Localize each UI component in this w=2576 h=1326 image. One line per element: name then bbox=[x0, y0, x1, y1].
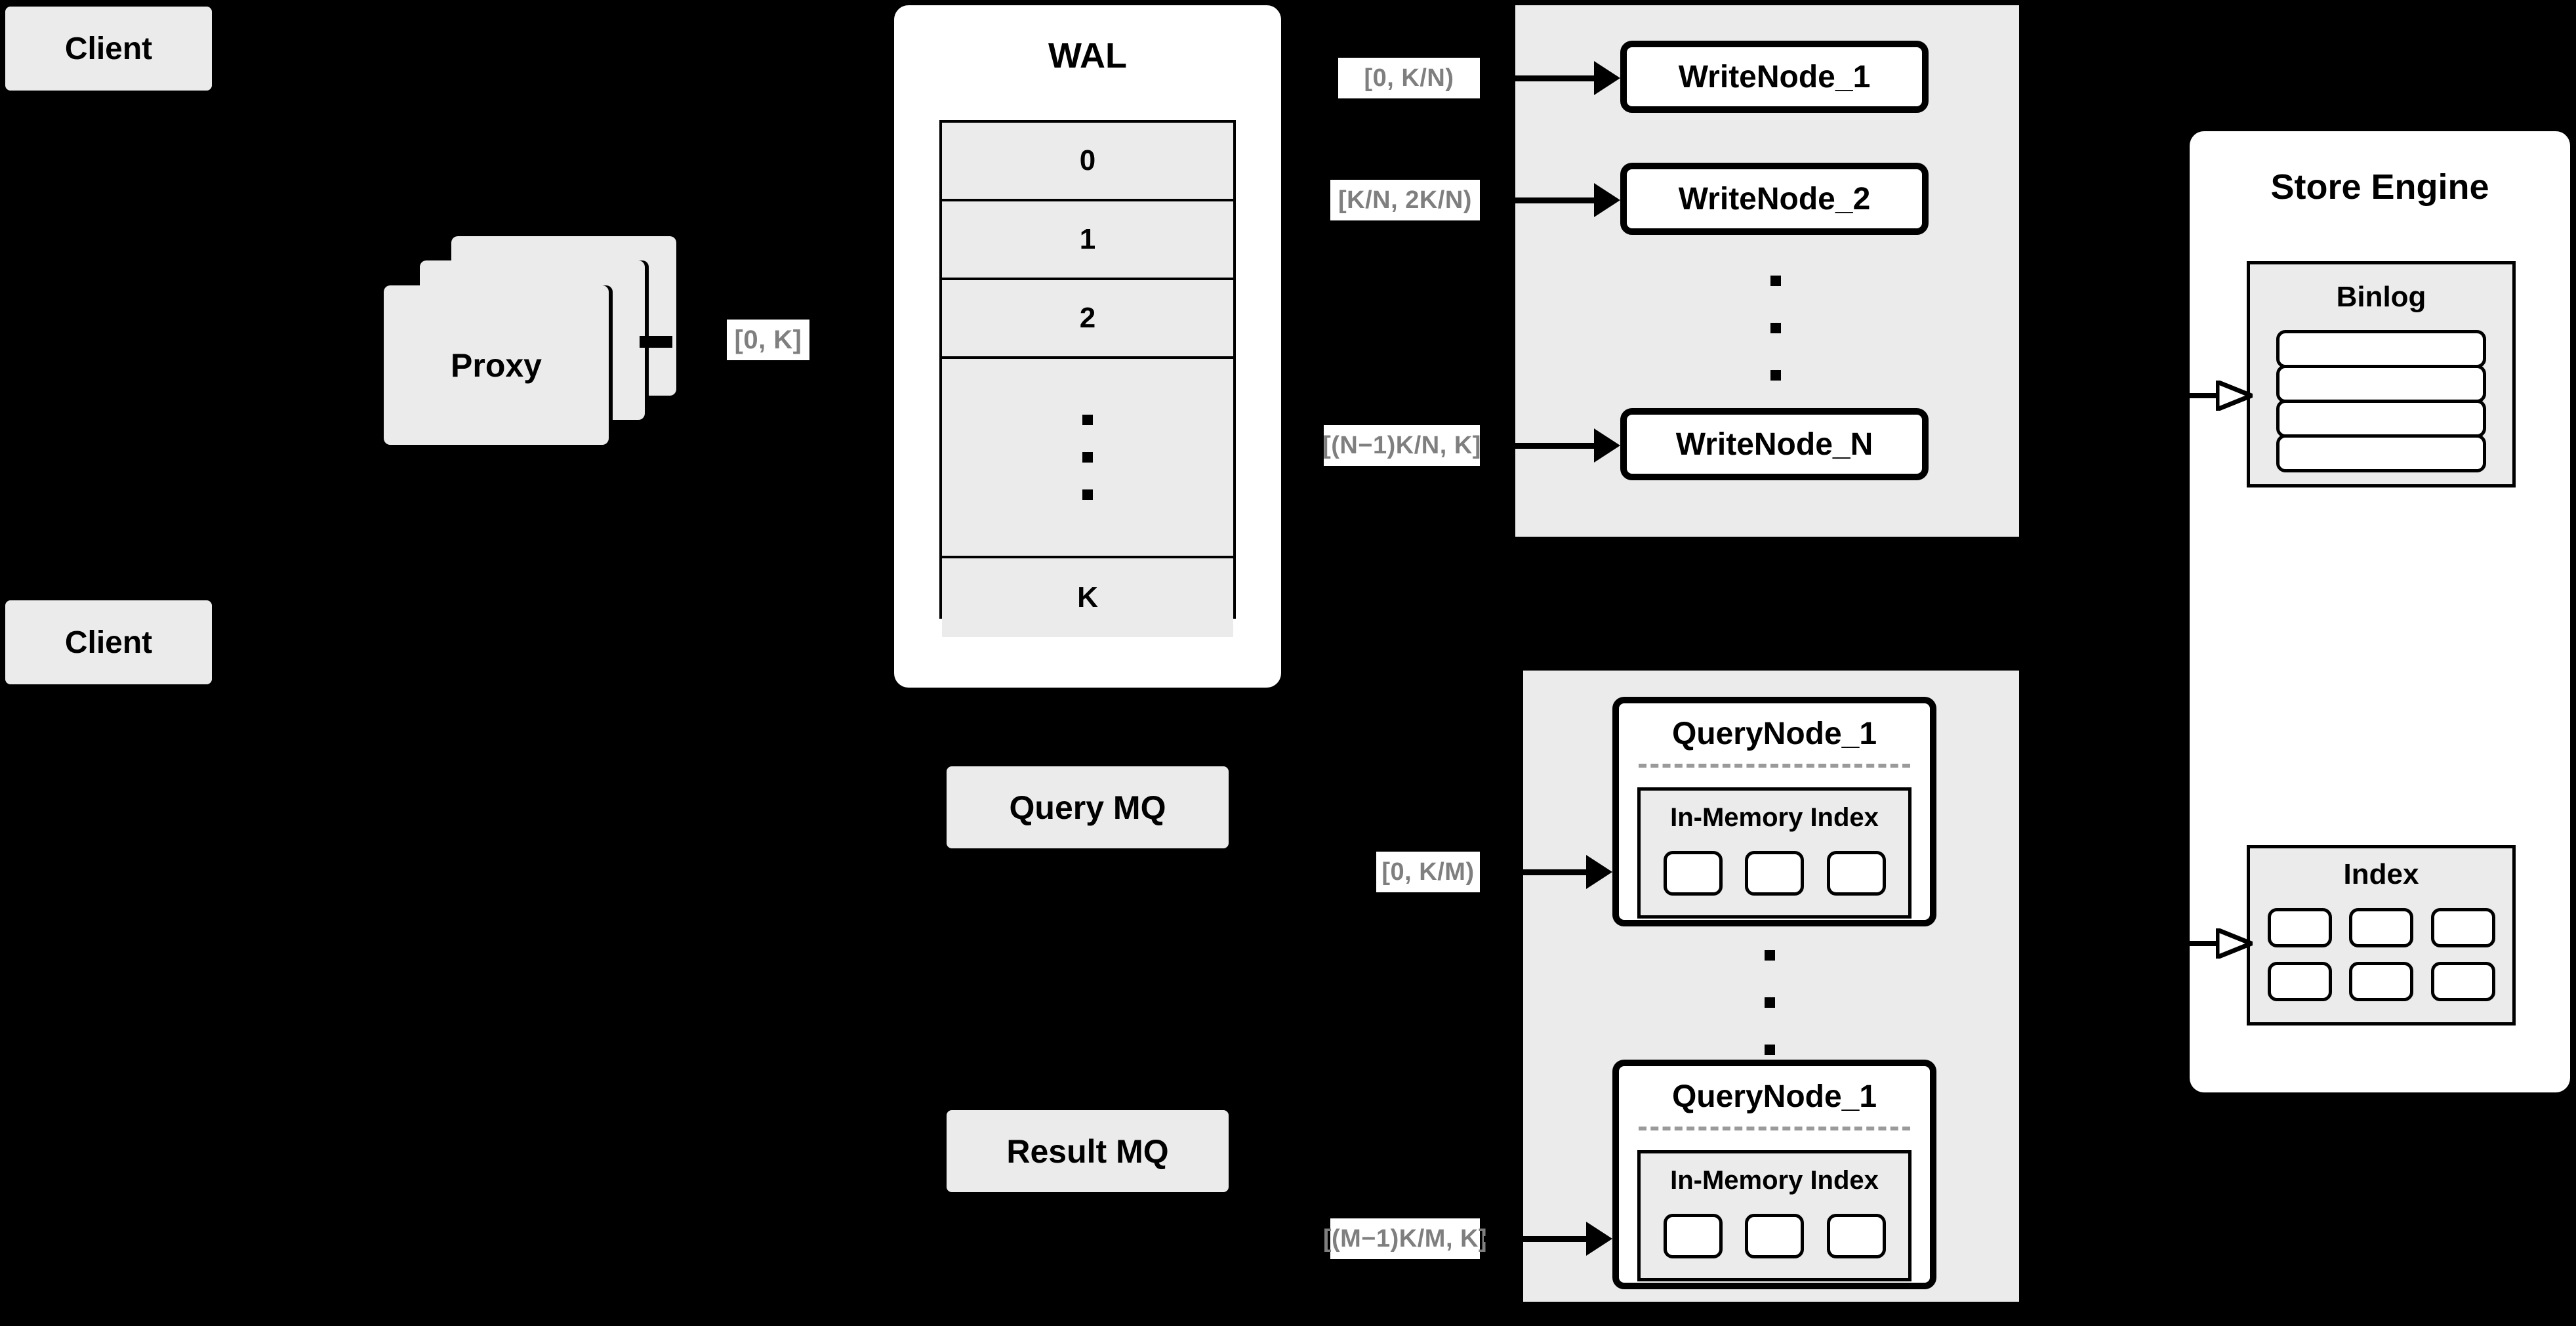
ellipsis-dot bbox=[1770, 276, 1781, 286]
client-label-2: Client bbox=[64, 625, 153, 660]
store-index-cell[interactable] bbox=[2430, 908, 2495, 947]
binlog-row[interactable] bbox=[2276, 400, 2486, 438]
binlog-row[interactable] bbox=[2276, 434, 2486, 472]
store-index-cell[interactable] bbox=[2349, 908, 2413, 947]
proxy-output-range-label: [0, K] bbox=[727, 320, 809, 360]
write-node-1-range-text: [0, K/N) bbox=[1364, 64, 1454, 92]
query-node-2-range-label: [(M−1)K/M, K] bbox=[1323, 1218, 1487, 1259]
proxy-connector-tail bbox=[640, 336, 672, 348]
index-segment[interactable] bbox=[1745, 851, 1804, 896]
write-node-n-range-label: [(N−1)K/N, K] bbox=[1322, 425, 1481, 466]
client-box-2[interactable]: Client bbox=[5, 600, 212, 684]
wal-title: WAL bbox=[894, 33, 1281, 79]
query-node-1-range-text: [0, K/M) bbox=[1381, 858, 1475, 886]
ellipsis-dot bbox=[1082, 489, 1093, 500]
ellipsis-dot bbox=[1770, 370, 1781, 381]
query-node-2-label: QueryNode_1 bbox=[1671, 1079, 1877, 1114]
proxy-label: Proxy bbox=[451, 346, 542, 384]
arrow-to-write-node-1 bbox=[1484, 60, 1620, 96]
write-node-1[interactable]: WriteNode_1 bbox=[1620, 41, 1929, 113]
proxy-output-range-text: [0, K] bbox=[734, 325, 802, 354]
ellipsis-dot bbox=[1082, 415, 1093, 425]
ellipsis-dot bbox=[1765, 1045, 1775, 1055]
write-cluster-ellipsis bbox=[1769, 276, 1782, 381]
arrow-to-store-index bbox=[2187, 928, 2253, 959]
wal-cell[interactable]: 1 bbox=[942, 201, 1233, 280]
query-cluster-ellipsis bbox=[1763, 950, 1776, 1055]
write-node-n-range-text: [(N−1)K/N, K] bbox=[1322, 431, 1481, 459]
arrow-to-write-node-n bbox=[1484, 428, 1620, 463]
query-node-1-divider bbox=[1639, 764, 1910, 768]
query-node-1-index-box: In-Memory Index bbox=[1637, 787, 1912, 919]
store-index-cell[interactable] bbox=[2349, 962, 2413, 1001]
store-index-cell[interactable] bbox=[2267, 962, 2332, 1001]
write-node-1-label: WriteNode_1 bbox=[1678, 59, 1871, 94]
result-mq-label: Result MQ bbox=[1006, 1132, 1169, 1170]
wal-cell[interactable]: 0 bbox=[942, 123, 1233, 201]
index-segment[interactable] bbox=[1663, 851, 1723, 896]
query-node-1-index-title: In-Memory Index bbox=[1670, 802, 1879, 832]
index-segment[interactable] bbox=[1826, 851, 1886, 896]
client-box-1[interactable]: Client bbox=[5, 7, 212, 91]
query-node-1[interactable]: QueryNode_1 In-Memory Index bbox=[1612, 697, 1936, 926]
ellipsis-dot bbox=[1770, 323, 1781, 333]
query-node-1-label: QueryNode_1 bbox=[1671, 716, 1877, 751]
query-node-1-range-label: [0, K/M) bbox=[1376, 852, 1480, 892]
write-node-2-range-label: [K/N, 2K/N) bbox=[1330, 180, 1480, 220]
result-mq-box[interactable]: Result MQ bbox=[947, 1110, 1229, 1192]
arrow-to-query-node-2 bbox=[1484, 1221, 1612, 1256]
store-index-box: Index bbox=[2247, 845, 2516, 1026]
query-node-2-index-title: In-Memory Index bbox=[1670, 1165, 1879, 1195]
wal-cell-ellipsis bbox=[942, 359, 1233, 558]
ellipsis-dot bbox=[1765, 950, 1775, 961]
write-node-n-label: WriteNode_N bbox=[1675, 426, 1873, 462]
binlog-row[interactable] bbox=[2276, 365, 2486, 403]
wal-cell[interactable]: K bbox=[942, 558, 1233, 637]
wal-cell-stack: 0 1 2 K bbox=[939, 120, 1236, 637]
index-segment[interactable] bbox=[1826, 1214, 1886, 1258]
binlog-row[interactable] bbox=[2276, 330, 2486, 368]
store-engine-title: Store Engine bbox=[2190, 164, 2570, 210]
ellipsis-dot bbox=[1765, 997, 1775, 1008]
arrow-to-write-node-2 bbox=[1484, 182, 1620, 218]
query-node-2-range-text: [(M−1)K/M, K] bbox=[1322, 1224, 1488, 1253]
client-label-1: Client bbox=[64, 31, 153, 66]
index-segment[interactable] bbox=[1745, 1214, 1804, 1258]
wal-title-text: WAL bbox=[1048, 36, 1127, 75]
arrow-to-query-node-1 bbox=[1484, 854, 1612, 890]
wal-cell-label: 1 bbox=[1079, 223, 1096, 255]
store-index-cell[interactable] bbox=[2430, 962, 2495, 1001]
query-node-2-index-box: In-Memory Index bbox=[1637, 1150, 1912, 1281]
write-node-2[interactable]: WriteNode_2 bbox=[1620, 163, 1929, 235]
write-node-2-label: WriteNode_2 bbox=[1678, 181, 1871, 217]
write-node-2-range-text: [K/N, 2K/N) bbox=[1338, 186, 1472, 214]
query-node-2[interactable]: QueryNode_1 In-Memory Index bbox=[1612, 1060, 1936, 1289]
wal-ellipsis-dots bbox=[1082, 415, 1093, 500]
write-node-1-range-label: [0, K/N) bbox=[1338, 58, 1480, 98]
wal-cell[interactable]: 2 bbox=[942, 280, 1233, 359]
wal-cell-label: 2 bbox=[1079, 302, 1096, 334]
wal-cell-label: K bbox=[1077, 581, 1098, 613]
binlog-title: Binlog bbox=[2336, 281, 2426, 313]
proxy-card-front[interactable]: Proxy bbox=[384, 285, 609, 445]
query-node-2-divider bbox=[1639, 1127, 1910, 1130]
arrow-to-binlog bbox=[2187, 381, 2253, 411]
store-index-title: Index bbox=[2343, 858, 2419, 890]
wal-cell-label: 0 bbox=[1079, 144, 1096, 176]
query-mq-label: Query MQ bbox=[1009, 789, 1166, 826]
store-engine-title-text: Store Engine bbox=[2270, 167, 2489, 207]
index-segment[interactable] bbox=[1663, 1214, 1723, 1258]
ellipsis-dot bbox=[1082, 452, 1093, 463]
store-index-cell[interactable] bbox=[2267, 908, 2332, 947]
write-node-n[interactable]: WriteNode_N bbox=[1620, 408, 1929, 480]
query-mq-box[interactable]: Query MQ bbox=[947, 766, 1229, 848]
binlog-box: Binlog bbox=[2247, 261, 2516, 487]
